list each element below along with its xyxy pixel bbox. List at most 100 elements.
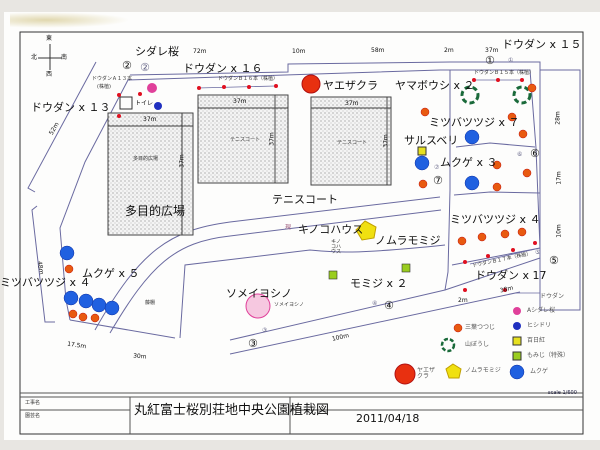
legend-nomura: ノムラモミジ [465,367,501,374]
form-label-garden: 園芸名 [25,413,41,419]
label-yaezakura: ヤエザクラ [323,79,378,92]
note-someiyoshino: ソメイヨシノ [274,302,305,308]
label-dodan-15: ドウダン x １５ [502,38,582,51]
label-multipurpose-plaza: 多目的広場 [125,204,186,218]
legend-mitsuba: 三葉つつじ [465,324,496,331]
drawing-title: 丸紅富士桜別荘地中央公園植栽図 [134,403,330,418]
compass-west: 西 [46,71,53,78]
mitsuba-tsutsuji-trees [64,83,537,333]
title-block [20,392,583,434]
drawing-date: 2011/04/18 [356,412,420,425]
legend-yaezakura: ヤエザクラ [417,367,436,380]
shidare-sakura-tree [147,83,157,93]
dim-37m-av: 37m [178,154,186,168]
label-yamaboushi: ヤマボウシ x ２ [395,79,475,92]
label-toilet: トイレ [135,100,154,107]
dim-37m-top: 37m [485,47,499,54]
dodan-dots [117,78,537,292]
marker-6: ⑥ [530,147,540,160]
small-marker-1: ① [508,57,514,64]
label-tennis-small-2: テニスコート [337,140,368,146]
marker-1: ① [485,54,495,67]
nomura-momiji-tree [355,220,377,241]
label-tennis-small-1: テニスコート [230,137,261,143]
marker-5: ⑤ [549,254,559,267]
small-marker-3: ③ [262,327,268,334]
legend-dodan: ドウダン [540,293,565,300]
dim-10m-right: 10m [555,224,563,238]
label-dodan-16: ドウダン x １６ [183,62,263,75]
label-kinoko-house: キノコハウス [298,223,364,236]
tennis-court-2 [310,96,392,186]
label-mukuge-3: ムクゲ x ３ [440,156,498,169]
compass-north: 北 [31,54,38,61]
small-marker-4: ④ [372,300,378,307]
marker-3: ③ [248,337,258,350]
label-dodan-13: ドウダン x １３ [31,101,111,114]
dim-48m: 48m [35,260,45,276]
legend-marks [394,307,522,385]
label-mitsuba-4-right: ミツバツツジ x ４ [450,213,541,226]
paper-stain [10,12,130,28]
multipurpose-court [107,112,194,236]
small-marker-2: ② [140,61,150,74]
label-kinoko-small: キノコハウス [330,239,341,255]
legend-yamaboushi: 山ぼうし [465,341,490,348]
compass-cross [38,44,62,70]
dim-2m: 2m [444,47,454,54]
momiji-trees [328,263,411,280]
dim-2m-lower: 2m [458,297,468,304]
label-mitsuba-4-left: ミツバツツジ x ４ [0,276,91,289]
small-marker-6: ⑥ [517,151,523,158]
dim-37m-cv: 37m [382,134,390,148]
label-momiji-2: モミジ x ２ [350,277,408,290]
label-path-mark: 現 [285,224,292,231]
compass-east: 東 [46,35,53,42]
note-dodan-16: ドウダンＢ１６本（株植） [218,76,279,82]
label-dodan-17: ドウダン x 17 [475,269,547,282]
label-plaza-small: 多目的広場 [133,156,159,162]
legend-sarusuberi: 百日紅 [527,337,546,344]
note-dodan-13: ドウダンＡ１３本 [92,76,133,82]
legend-blue-tree: ヒシドリ [527,322,552,329]
dim-28m: 28m [554,111,562,125]
dim-17m: 17m [555,171,563,185]
drawing-scale: scale 1/600 [548,390,577,396]
label-sarusuberi: サルスベリ [404,134,459,147]
toilet-box [119,96,133,110]
dim-10m: 10m [292,48,306,55]
someiyoshino-tree [245,293,271,319]
legend-shidare: Aシダレ桜 [527,307,556,314]
yaezakura-tree [301,74,321,94]
blue-tree [154,102,162,110]
small-marker-7: ⑦ [434,164,440,171]
dim-37m-c: 37m [345,100,359,107]
dim-72m: 72m [193,48,207,55]
marker-2: ② [122,59,132,72]
dim-30m: 30m [132,352,147,361]
dim-37m-a: 37m [143,116,157,123]
label-someiyoshino: ソメイヨシノ [226,287,292,300]
marker-7: ⑦ [433,174,443,187]
label-tennis-court: テニスコート [272,193,338,206]
outer-border [19,31,584,435]
note-dodan-13-b: (株植) [97,84,111,90]
note-dodan-15: ドウダンＢ１５本（株植） [474,70,535,76]
form-label-project: 工事名 [25,400,41,406]
small-marker-5: ⑤ [535,249,541,256]
dim-37m-b: 37m [233,98,247,105]
marker-4: ④ [384,299,394,312]
tennis-court-1 [197,94,289,184]
dim-37m-bv: 37m [268,132,276,146]
label-nomura-momiji: ノムラモミジ [375,234,441,247]
mukuge-trees [59,129,525,380]
label-mukuge-5: ムクゲ x ５ [82,267,140,280]
yamaboushi-trees [460,85,532,105]
legend-mukuge: ムクゲ [530,368,549,375]
compass-south: 南 [61,54,68,61]
legend-momiji: もみじ（特殊） [527,352,570,359]
label-shidare-sakura: シダレ桜 [135,45,179,58]
sarusuberi-tree [417,146,427,156]
label-mitsuba-7: ミツバツツジ x ７ [429,116,520,129]
